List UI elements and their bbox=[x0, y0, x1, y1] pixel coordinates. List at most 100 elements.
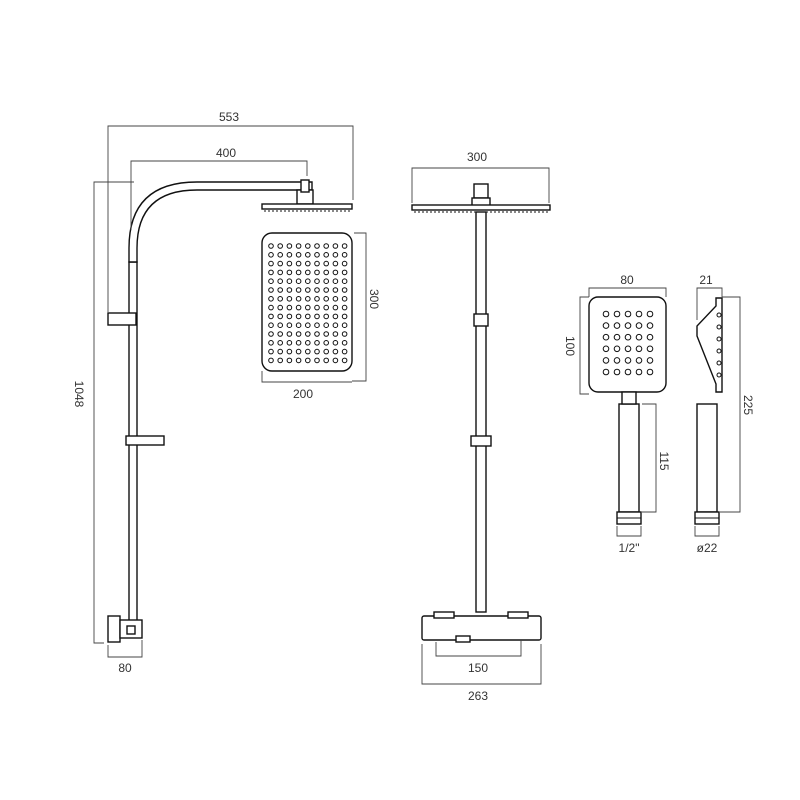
nozzle-hole bbox=[314, 322, 320, 329]
side-shower-head-plate bbox=[261, 203, 353, 210]
nozzle-hole bbox=[341, 322, 348, 329]
nozzle-hole bbox=[305, 313, 311, 320]
dim-label-553: 553 bbox=[219, 110, 239, 124]
nozzle-hole bbox=[295, 304, 302, 311]
nozzle-hole bbox=[646, 322, 654, 329]
nozzle-hole bbox=[295, 269, 302, 276]
nozzle-hole bbox=[314, 287, 320, 293]
front-valve-outlet bbox=[455, 635, 471, 643]
dim-label-300-head: 300 bbox=[367, 289, 381, 309]
nozzle-hole bbox=[613, 345, 621, 353]
dim-line-115 bbox=[642, 403, 657, 513]
nozzle-hole bbox=[341, 348, 348, 355]
side-slider-bracket bbox=[107, 312, 137, 326]
nozzle-hole bbox=[314, 348, 320, 355]
dim-line-100 bbox=[579, 296, 589, 395]
nozzle-hole bbox=[624, 322, 632, 329]
nozzle-hole bbox=[613, 322, 621, 329]
dim-line-225 bbox=[720, 296, 741, 513]
nozzle-hole bbox=[332, 357, 339, 364]
nozzle-hole bbox=[323, 252, 330, 258]
nozzle-hole bbox=[314, 357, 320, 364]
nozzle-hole bbox=[341, 304, 348, 311]
nozzle-hole bbox=[286, 331, 293, 337]
nozzle-hole bbox=[305, 260, 311, 267]
handset-side-head bbox=[696, 297, 723, 393]
side-nozzle bbox=[716, 348, 722, 354]
nozzle-hole bbox=[305, 278, 311, 285]
nozzle-hole bbox=[341, 243, 348, 249]
nozzle-hole bbox=[286, 269, 293, 276]
nozzle-hole bbox=[295, 296, 302, 302]
nozzle-hole bbox=[277, 287, 284, 293]
nozzle-hole bbox=[341, 260, 348, 267]
nozzle-hole bbox=[268, 348, 274, 355]
nozzle-hole bbox=[295, 243, 302, 249]
nozzle-hole bbox=[268, 269, 274, 276]
nozzle-hole bbox=[341, 331, 348, 337]
dim-label-400: 400 bbox=[216, 146, 236, 160]
side-nozzle bbox=[716, 336, 722, 342]
dim-line-263 bbox=[421, 644, 542, 685]
side-head-neck bbox=[300, 179, 310, 193]
nozzle-hole bbox=[323, 357, 330, 364]
nozzle-hole bbox=[602, 368, 610, 376]
nozzle-hole bbox=[635, 310, 643, 318]
nozzle-hole bbox=[635, 333, 643, 341]
front-handset-holder bbox=[470, 435, 492, 447]
nozzle-hole bbox=[277, 304, 284, 311]
nozzle-hole bbox=[323, 269, 330, 276]
dim-label-300-front: 300 bbox=[467, 150, 487, 164]
nozzle-hole bbox=[323, 278, 330, 285]
dim-line-200-head bbox=[261, 371, 352, 383]
dim-line-400 bbox=[130, 160, 308, 230]
nozzle-hole bbox=[305, 331, 311, 337]
nozzle-hole bbox=[286, 252, 293, 258]
nozzle-hole bbox=[268, 287, 274, 293]
dim-label-80-base: 80 bbox=[118, 661, 132, 675]
nozzle-hole bbox=[314, 252, 320, 258]
nozzle-hole bbox=[341, 296, 348, 302]
dim-label-diameter: ø22 bbox=[697, 541, 718, 555]
dim-line-thread bbox=[616, 526, 642, 537]
front-riser-pipe bbox=[475, 211, 487, 613]
nozzle-hole bbox=[332, 322, 339, 329]
nozzle-hole bbox=[323, 243, 330, 249]
nozzle-hole bbox=[295, 252, 302, 258]
nozzle-hole bbox=[602, 345, 610, 353]
nozzle-hole bbox=[295, 331, 302, 337]
nozzle-hole bbox=[332, 340, 339, 346]
nozzle-hole bbox=[314, 304, 320, 311]
nozzle-hole bbox=[305, 296, 311, 302]
nozzle-hole bbox=[323, 348, 330, 355]
dim-line-150 bbox=[435, 640, 522, 657]
nozzle-hole bbox=[646, 310, 654, 318]
nozzle-hole bbox=[341, 252, 348, 258]
nozzle-hole bbox=[268, 331, 274, 337]
nozzle-hole bbox=[341, 287, 348, 293]
nozzle-hole bbox=[613, 310, 621, 318]
nozzle-hole bbox=[305, 348, 311, 355]
handset-side-nozzles bbox=[716, 312, 722, 378]
nozzle-hole bbox=[305, 357, 311, 364]
nozzle-hole bbox=[646, 368, 654, 376]
front-valve-handle-left bbox=[433, 611, 455, 619]
nozzle-hole bbox=[314, 296, 320, 302]
dim-line-553 bbox=[107, 125, 354, 312]
nozzle-hole bbox=[268, 243, 274, 249]
nozzle-hole bbox=[305, 243, 311, 249]
nozzle-hole bbox=[624, 310, 632, 318]
nozzle-hole bbox=[268, 357, 274, 364]
dim-label-100: 100 bbox=[563, 336, 577, 356]
dim-line-1048 bbox=[93, 181, 134, 644]
nozzle-hole bbox=[624, 368, 632, 376]
nozzle-hole bbox=[268, 260, 274, 267]
dim-label-263: 263 bbox=[468, 689, 488, 703]
nozzle-hole bbox=[341, 340, 348, 346]
nozzle-hole bbox=[305, 304, 311, 311]
nozzle-hole bbox=[323, 313, 330, 320]
handset-side-view: 21 225 ø22 bbox=[694, 273, 755, 555]
nozzle-hole bbox=[624, 333, 632, 341]
nozzle-hole bbox=[286, 340, 293, 346]
